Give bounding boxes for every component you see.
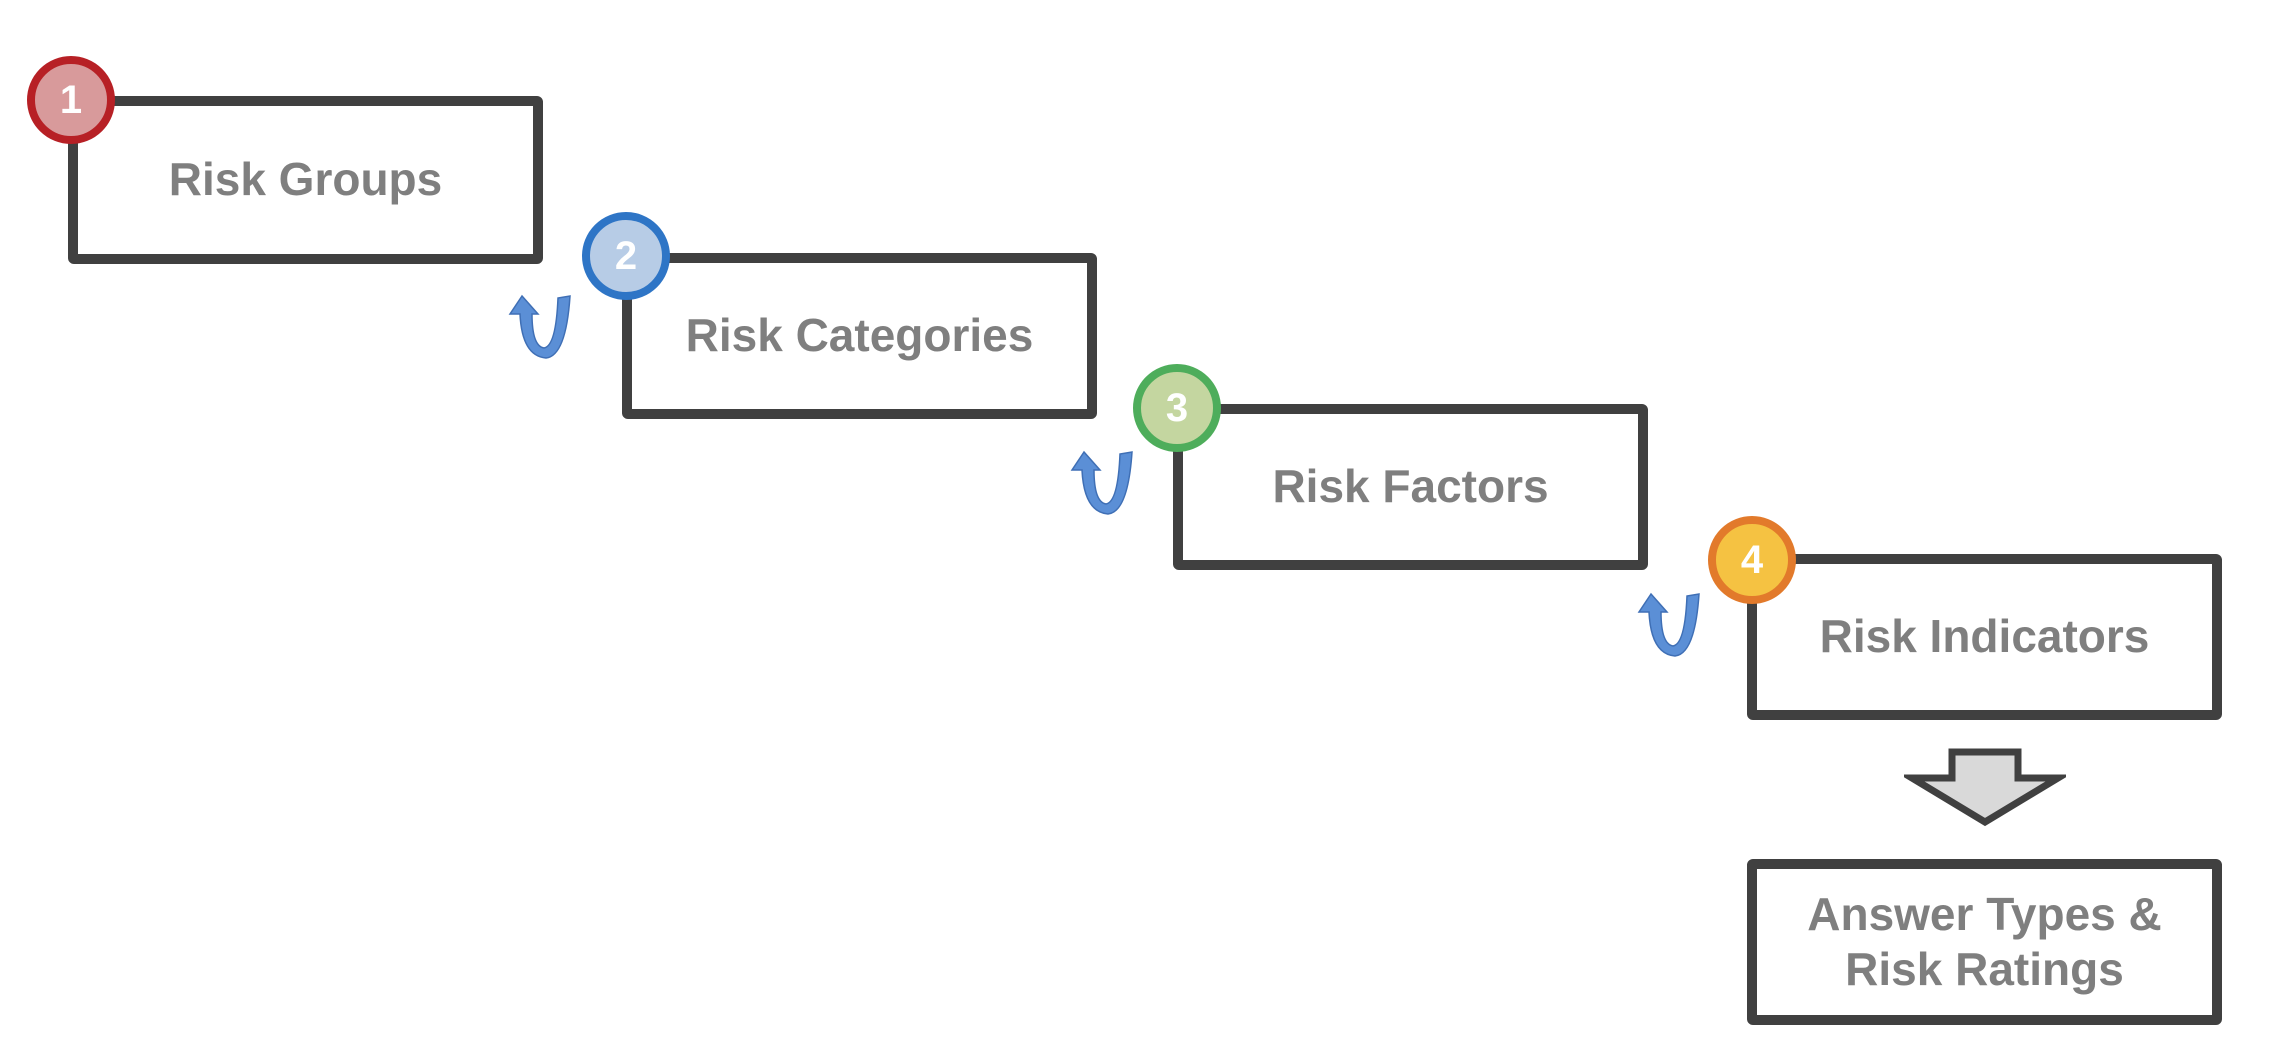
step-label: Risk Indicators — [1819, 610, 2150, 663]
step-number: 3 — [1165, 386, 1189, 430]
step-box-risk-categories: Risk Categories — [622, 253, 1097, 419]
step-number-badge: 4 — [1708, 516, 1796, 604]
u-turn-arrow-icon — [1637, 592, 1700, 657]
step-box-risk-groups: Risk Groups — [68, 96, 543, 264]
u-turn-arrow-icon — [508, 294, 571, 359]
result-label-line-1: Answer Types & — [1807, 887, 2162, 940]
step-label: Risk Factors — [1272, 460, 1549, 513]
step-number: 4 — [1740, 538, 1764, 582]
u-turn-arrow-icon — [1070, 450, 1133, 515]
step-box-risk-indicators: Risk Indicators — [1747, 554, 2222, 720]
result-box-answer-types-risk-ratings: Answer Types & Risk Ratings — [1747, 859, 2222, 1025]
step-number-badge: 1 — [27, 56, 115, 144]
step-number: 2 — [614, 234, 638, 278]
step-box-risk-factors: Risk Factors — [1173, 404, 1648, 570]
step-number-badge: 2 — [582, 212, 670, 300]
result-label: Answer Types & Risk Ratings — [1807, 887, 2161, 997]
step-label: Risk Categories — [685, 309, 1034, 362]
result-label-line-2: Risk Ratings — [1845, 943, 2124, 995]
step-label: Risk Groups — [168, 153, 443, 206]
step-number-badge: 3 — [1133, 364, 1221, 452]
down-arrow-icon — [1904, 748, 2066, 827]
step-number: 1 — [59, 78, 83, 122]
